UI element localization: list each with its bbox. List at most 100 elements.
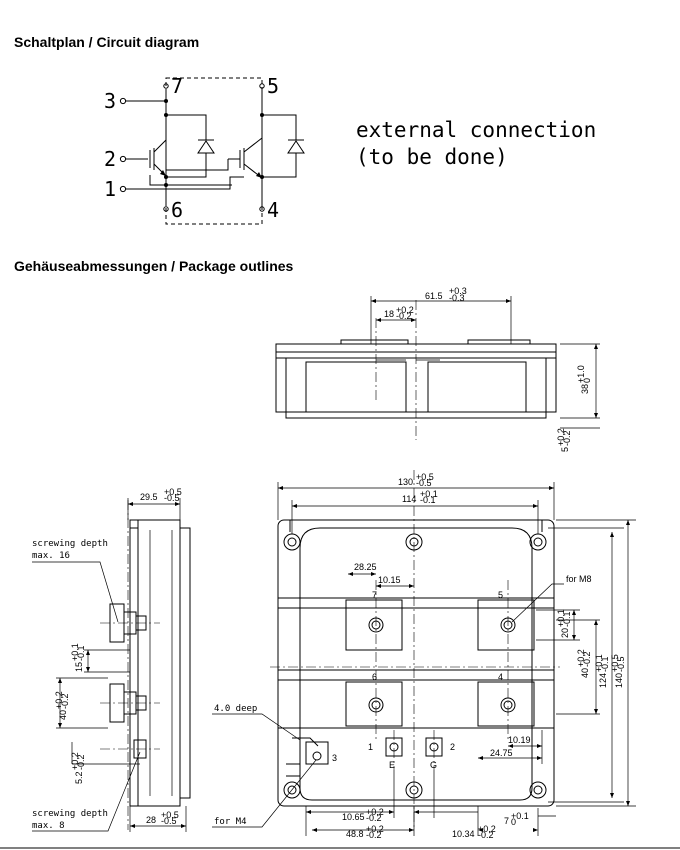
- svg-text:-0.2: -0.2: [60, 693, 70, 709]
- right-diode-symbol: [287, 139, 305, 154]
- package-front-view: 7 5 6 4 1 2 3 E G 130 +0.5 -0.5 114 +0.1…: [212, 470, 636, 840]
- right-wiring: [261, 89, 297, 206]
- dim-5: 5: [560, 447, 570, 452]
- dim-61-5: 61.5: [425, 291, 443, 301]
- dim-40-side: 40: [58, 710, 68, 720]
- mounting-holes: [283, 533, 547, 799]
- control-pin-1-label: 1: [368, 742, 373, 752]
- svg-text:-0.1: -0.1: [420, 495, 436, 505]
- screwing-depth-8-line2: max. 8: [32, 821, 65, 831]
- for-m8-note: for M8: [566, 574, 592, 584]
- pin-label-6: 6: [171, 198, 183, 222]
- pin-6-terminal: [163, 206, 169, 212]
- package-side-view: 29.5 +0.5 -0.5 screwing depth max. 16 15…: [32, 487, 191, 832]
- middle-link-wiring: [166, 158, 240, 171]
- svg-text:+0.2: +0.2: [478, 824, 496, 834]
- pin-2-terminal: [119, 155, 127, 163]
- pin-5-terminal: [259, 83, 265, 89]
- dim-28-25: 28.25: [354, 562, 377, 572]
- terminal-6-label: 6: [372, 672, 377, 682]
- svg-text:0: 0: [582, 378, 592, 383]
- svg-text:+0.5: +0.5: [161, 810, 179, 820]
- svg-text:+0.2: +0.2: [70, 752, 80, 770]
- svg-text:-0.2: -0.2: [582, 651, 592, 667]
- svg-text:+0.5: +0.5: [164, 487, 182, 497]
- svg-text:+0.1: +0.1: [556, 609, 566, 627]
- svg-text:+0.1: +0.1: [594, 654, 604, 672]
- svg-text:-0.2: -0.2: [562, 430, 572, 446]
- svg-text:+0.1: +0.1: [420, 489, 438, 499]
- gate-label: G: [430, 760, 437, 770]
- svg-text:-0.5: -0.5: [416, 478, 432, 488]
- control-terminals: [286, 737, 443, 777]
- dim-10-19: 10.19: [508, 735, 531, 745]
- screwing-depth-8-line1: screwing depth: [32, 809, 108, 819]
- svg-text:+0.2: +0.2: [366, 824, 384, 834]
- svg-text:-0.1: -0.1: [76, 645, 86, 661]
- svg-text:+0.5: +0.5: [416, 472, 434, 482]
- pin-label-3: 3: [104, 89, 116, 113]
- dim-48-8: 48.8: [346, 829, 364, 839]
- pin-1-terminal: [119, 185, 127, 193]
- svg-text:-0.5: -0.5: [164, 493, 180, 503]
- pin-3-terminal: [119, 97, 127, 105]
- dim-40-right: 40: [580, 668, 590, 678]
- right-igbt-symbol: [239, 137, 263, 179]
- package-outlines-title: Gehäuseabmessungen / Package outlines: [14, 258, 294, 274]
- svg-text:+0.5: +0.5: [610, 654, 620, 672]
- control-pin-3-label: 3: [332, 753, 337, 763]
- svg-text:+0.2: +0.2: [396, 305, 414, 315]
- svg-text:-0.2: -0.2: [76, 754, 86, 770]
- pin-label-4: 4: [267, 198, 279, 222]
- deep-note: 4.0 deep: [214, 704, 257, 714]
- pin-label-7: 7: [171, 74, 183, 98]
- pin-label-5: 5: [267, 74, 279, 98]
- dim-20: 20: [560, 628, 570, 638]
- dim-38: 38: [580, 384, 590, 394]
- svg-text:+0.2: +0.2: [54, 691, 64, 709]
- svg-text:-0.1: -0.1: [600, 656, 610, 672]
- dim-130: 130: [398, 477, 413, 487]
- power-terminals: [345, 599, 535, 727]
- screwing-depth-16-line1: screwing depth: [32, 539, 108, 549]
- dim-28: 28: [146, 815, 156, 825]
- svg-text:-0.2: -0.2: [396, 311, 412, 321]
- svg-text:+0.2: +0.2: [366, 807, 384, 817]
- dim-114: 114: [402, 494, 416, 504]
- screwing-depth-16-line2: max. 16: [32, 551, 70, 561]
- dim-10-34: 10.34: [452, 829, 475, 839]
- to-be-done-note: (to be done): [356, 145, 508, 169]
- svg-text:-0.2: -0.2: [366, 813, 382, 823]
- dim-29-5: 29.5: [140, 492, 158, 502]
- left-igbt-symbol: [149, 139, 167, 177]
- for-m4-note: for M4: [214, 817, 247, 827]
- terminal-5-label: 5: [498, 590, 503, 600]
- left-collector-wiring: [126, 89, 207, 206]
- svg-text:-0.2: -0.2: [478, 830, 494, 840]
- svg-text:-0.3: -0.3: [449, 293, 465, 303]
- circuit-diagram-title: Schaltplan / Circuit diagram: [14, 34, 200, 50]
- pin-4-terminal: [259, 206, 265, 212]
- dim-140: 140: [614, 673, 624, 688]
- svg-text:+1.0: +1.0: [576, 365, 586, 383]
- dim-18: 18: [384, 309, 394, 319]
- terminal-4-label: 4: [498, 672, 503, 682]
- external-connection-note: external connection: [356, 118, 596, 142]
- dim-24-75: 24.75: [490, 748, 513, 758]
- left-diode-symbol: [197, 139, 215, 154]
- control-pin-2-label: 2: [450, 742, 455, 752]
- left-igbt-arrow: [160, 170, 166, 176]
- svg-text:+0.1: +0.1: [511, 811, 529, 821]
- svg-text:+0.2: +0.2: [556, 428, 566, 446]
- svg-text:-0.2: -0.2: [366, 830, 382, 840]
- svg-text:-0.5: -0.5: [161, 816, 177, 826]
- dim-10-65: 10.65: [342, 812, 365, 822]
- svg-text:-0.5: -0.5: [616, 656, 626, 672]
- emitter-label: E: [389, 760, 395, 770]
- circuit-diagram: 3 2 1 7 5 6 4 external connection (to be…: [104, 74, 596, 225]
- dim-5-2: 5.2: [74, 771, 84, 784]
- gate-emitter-wiring: [126, 158, 244, 190]
- svg-text:+0.1: +0.1: [70, 643, 80, 661]
- svg-text:+0.2: +0.2: [576, 649, 586, 667]
